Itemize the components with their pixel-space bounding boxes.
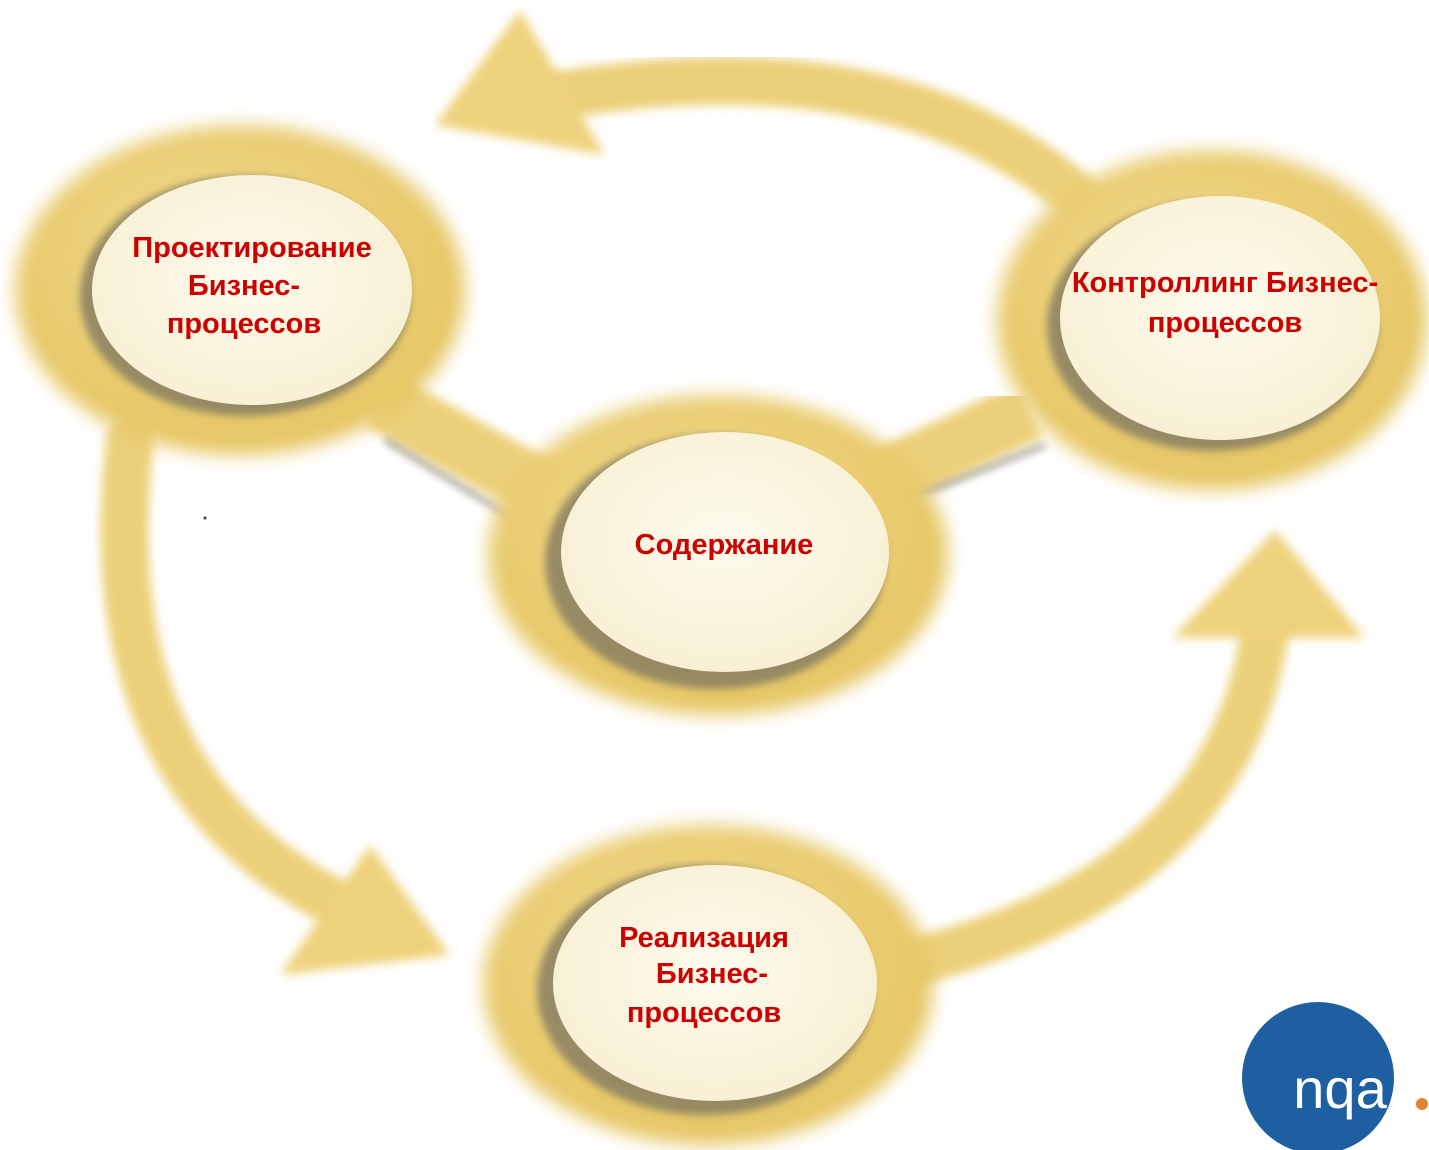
node-center-face — [561, 432, 889, 672]
nqa-logo: nqa — [1242, 1002, 1428, 1150]
label-implementation-line-1: Реализация — [619, 922, 789, 954]
node-control — [997, 150, 1427, 490]
arrowhead-to-control — [1172, 530, 1365, 638]
arc-implementation-to-control — [896, 606, 1289, 984]
label-implementation-line-2: Бизнес- — [656, 958, 768, 990]
node-implementation — [483, 825, 933, 1145]
label-design-line-1: Проектирование — [132, 232, 371, 264]
cycle-arcs — [100, 10, 1365, 984]
label-implementation-line-3: процессов — [627, 997, 781, 1029]
stray-dot — [203, 516, 207, 520]
label-center: Содержание — [635, 529, 814, 561]
nqa-logo-dot — [1416, 1098, 1428, 1110]
arc-control-to-design — [536, 56, 1104, 224]
arrowhead-to-implementation — [280, 845, 450, 975]
label-control-line-2: процессов — [1148, 307, 1302, 339]
label-control-line-1: Контроллинг Бизнес- — [1072, 267, 1378, 299]
node-design-face — [92, 175, 412, 405]
nqa-logo-circle — [1242, 1002, 1394, 1150]
node-control-face — [1060, 196, 1380, 440]
label-design-line-3: процессов — [167, 308, 321, 340]
node-design — [15, 125, 465, 455]
arrowhead-to-design — [435, 10, 605, 155]
label-design-line-2: Бизнес- — [188, 270, 300, 302]
arc-design-to-implementation — [100, 416, 364, 929]
node-center — [488, 395, 948, 715]
node-implementation-face — [553, 865, 877, 1101]
nqa-logo-text: nqa — [1293, 1057, 1387, 1120]
labels: Проектирование Бизнес- процессов Контрол… — [132, 232, 1378, 1029]
